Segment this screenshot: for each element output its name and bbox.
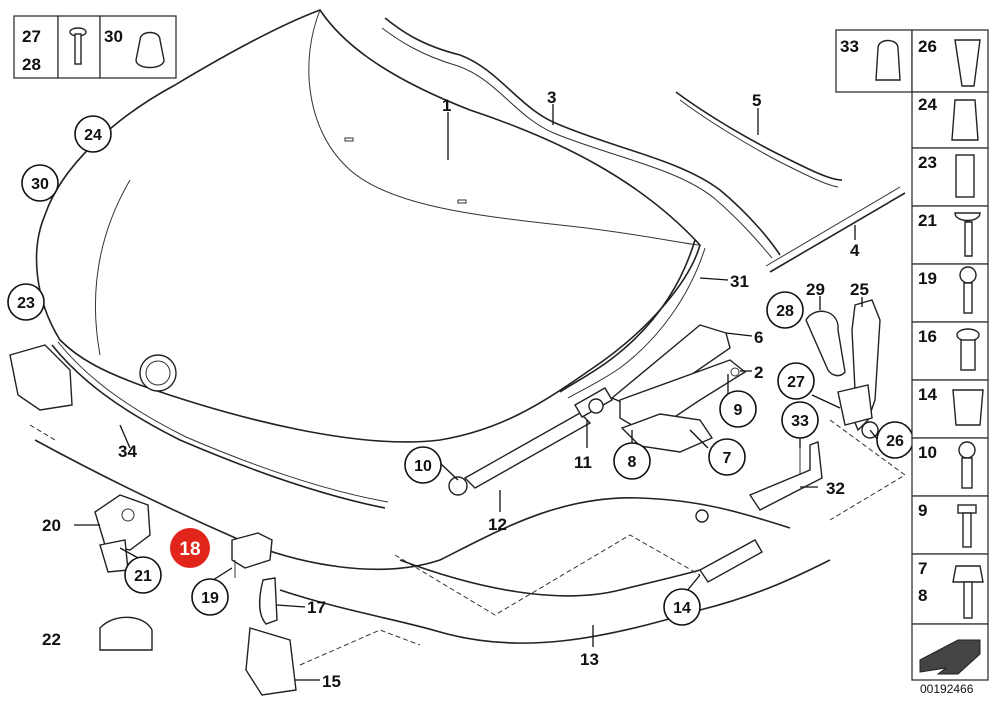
clip-icon bbox=[954, 39, 981, 87]
label-12: 12 bbox=[488, 515, 507, 534]
bracket-32[interactable] bbox=[748, 441, 823, 511]
label-22: 22 bbox=[42, 630, 61, 649]
callout-30: 30 bbox=[31, 176, 49, 193]
legend-9: 9 bbox=[918, 501, 927, 520]
label-34: 34 bbox=[118, 442, 137, 461]
grommet-icon bbox=[135, 31, 165, 69]
label-13: 13 bbox=[580, 650, 599, 669]
legend-19: 19 bbox=[918, 269, 937, 288]
buffer-icon bbox=[875, 39, 901, 81]
circled-callouts: 24 30 23 10 8 7 9 28 27 33 26 21 19 14 bbox=[7, 115, 914, 626]
legend-21: 21 bbox=[918, 211, 937, 230]
label-15: 15 bbox=[322, 672, 341, 691]
seal-4[interactable] bbox=[769, 192, 906, 273]
legend-right-column: 24 23 21 19 16 14 10 9 7 8 bbox=[911, 91, 989, 681]
buffer-29[interactable] bbox=[805, 310, 846, 377]
fastener-icons bbox=[951, 99, 984, 619]
label-3: 3 bbox=[547, 88, 556, 107]
leader-lines bbox=[74, 104, 879, 681]
gas-strut[interactable] bbox=[448, 387, 613, 496]
callout-21: 21 bbox=[134, 568, 152, 585]
legend-16: 16 bbox=[918, 327, 937, 346]
legend-10: 10 bbox=[918, 443, 937, 462]
direction-arrow-icon bbox=[919, 639, 981, 675]
legend-24: 24 bbox=[918, 95, 937, 114]
legend-28: 28 bbox=[22, 55, 41, 74]
label-20: 20 bbox=[42, 516, 61, 535]
callout-7: 7 bbox=[723, 450, 732, 467]
label-25: 25 bbox=[850, 280, 869, 299]
screw-icon bbox=[69, 27, 87, 65]
callout-28: 28 bbox=[776, 303, 794, 320]
callout-24: 24 bbox=[84, 127, 102, 144]
seal-5[interactable] bbox=[675, 91, 843, 181]
label-2: 2 bbox=[754, 363, 763, 382]
label-11: 11 bbox=[574, 453, 592, 472]
callout-19: 19 bbox=[201, 590, 219, 607]
label-31: 31 bbox=[730, 272, 749, 291]
legend-8: 8 bbox=[918, 586, 927, 605]
legend-top-left: 27 28 30 bbox=[13, 15, 177, 79]
part-22[interactable] bbox=[99, 616, 153, 651]
label-17: 17 bbox=[307, 598, 326, 617]
callout-labels: 1 3 5 4 31 6 2 29 25 11 12 13 15 17 20 2… bbox=[42, 88, 869, 691]
rear-seal-3[interactable] bbox=[384, 17, 781, 256]
legend-27: 27 bbox=[22, 27, 41, 46]
lock-assembly-20[interactable] bbox=[94, 494, 151, 573]
cable-handle-14[interactable] bbox=[698, 539, 763, 583]
legend-14: 14 bbox=[918, 385, 937, 404]
legend-33: 33 bbox=[840, 37, 859, 56]
legend-26: 26 bbox=[918, 37, 937, 56]
cable-12[interactable] bbox=[34, 439, 791, 571]
hood-panel[interactable] bbox=[35, 9, 701, 443]
callout-18: 18 bbox=[179, 539, 200, 560]
legend-7: 7 bbox=[918, 559, 927, 578]
label-5: 5 bbox=[752, 91, 761, 110]
label-1: 1 bbox=[442, 96, 451, 115]
legend-30: 30 bbox=[104, 27, 123, 46]
document-number: 00192466 bbox=[920, 682, 974, 696]
callout-27: 27 bbox=[787, 374, 805, 391]
callout-26: 26 bbox=[886, 433, 904, 450]
hinge-lower[interactable] bbox=[837, 384, 879, 439]
striker-18[interactable] bbox=[231, 532, 273, 569]
hinge-arm-2[interactable] bbox=[619, 359, 747, 431]
label-32: 32 bbox=[826, 479, 845, 498]
label-6: 6 bbox=[754, 328, 763, 347]
highlighted-callout-18[interactable]: 18 bbox=[170, 528, 210, 568]
legend-top-right: 33 26 bbox=[835, 29, 989, 93]
callout-23: 23 bbox=[17, 295, 35, 312]
legend-23: 23 bbox=[918, 153, 937, 172]
hood-emblem[interactable] bbox=[139, 354, 177, 392]
latch-left[interactable] bbox=[9, 344, 73, 411]
callout-33: 33 bbox=[791, 413, 809, 430]
clip-17[interactable] bbox=[258, 577, 278, 625]
callout-8: 8 bbox=[628, 454, 637, 471]
callout-9: 9 bbox=[734, 402, 743, 419]
side-seal-31[interactable] bbox=[559, 239, 696, 393]
label-4: 4 bbox=[850, 241, 860, 260]
lock-15[interactable] bbox=[245, 627, 297, 696]
callout-14: 14 bbox=[673, 600, 691, 617]
callout-10: 10 bbox=[414, 458, 432, 475]
front-seal-strip[interactable] bbox=[51, 344, 386, 509]
label-29: 29 bbox=[806, 280, 825, 299]
